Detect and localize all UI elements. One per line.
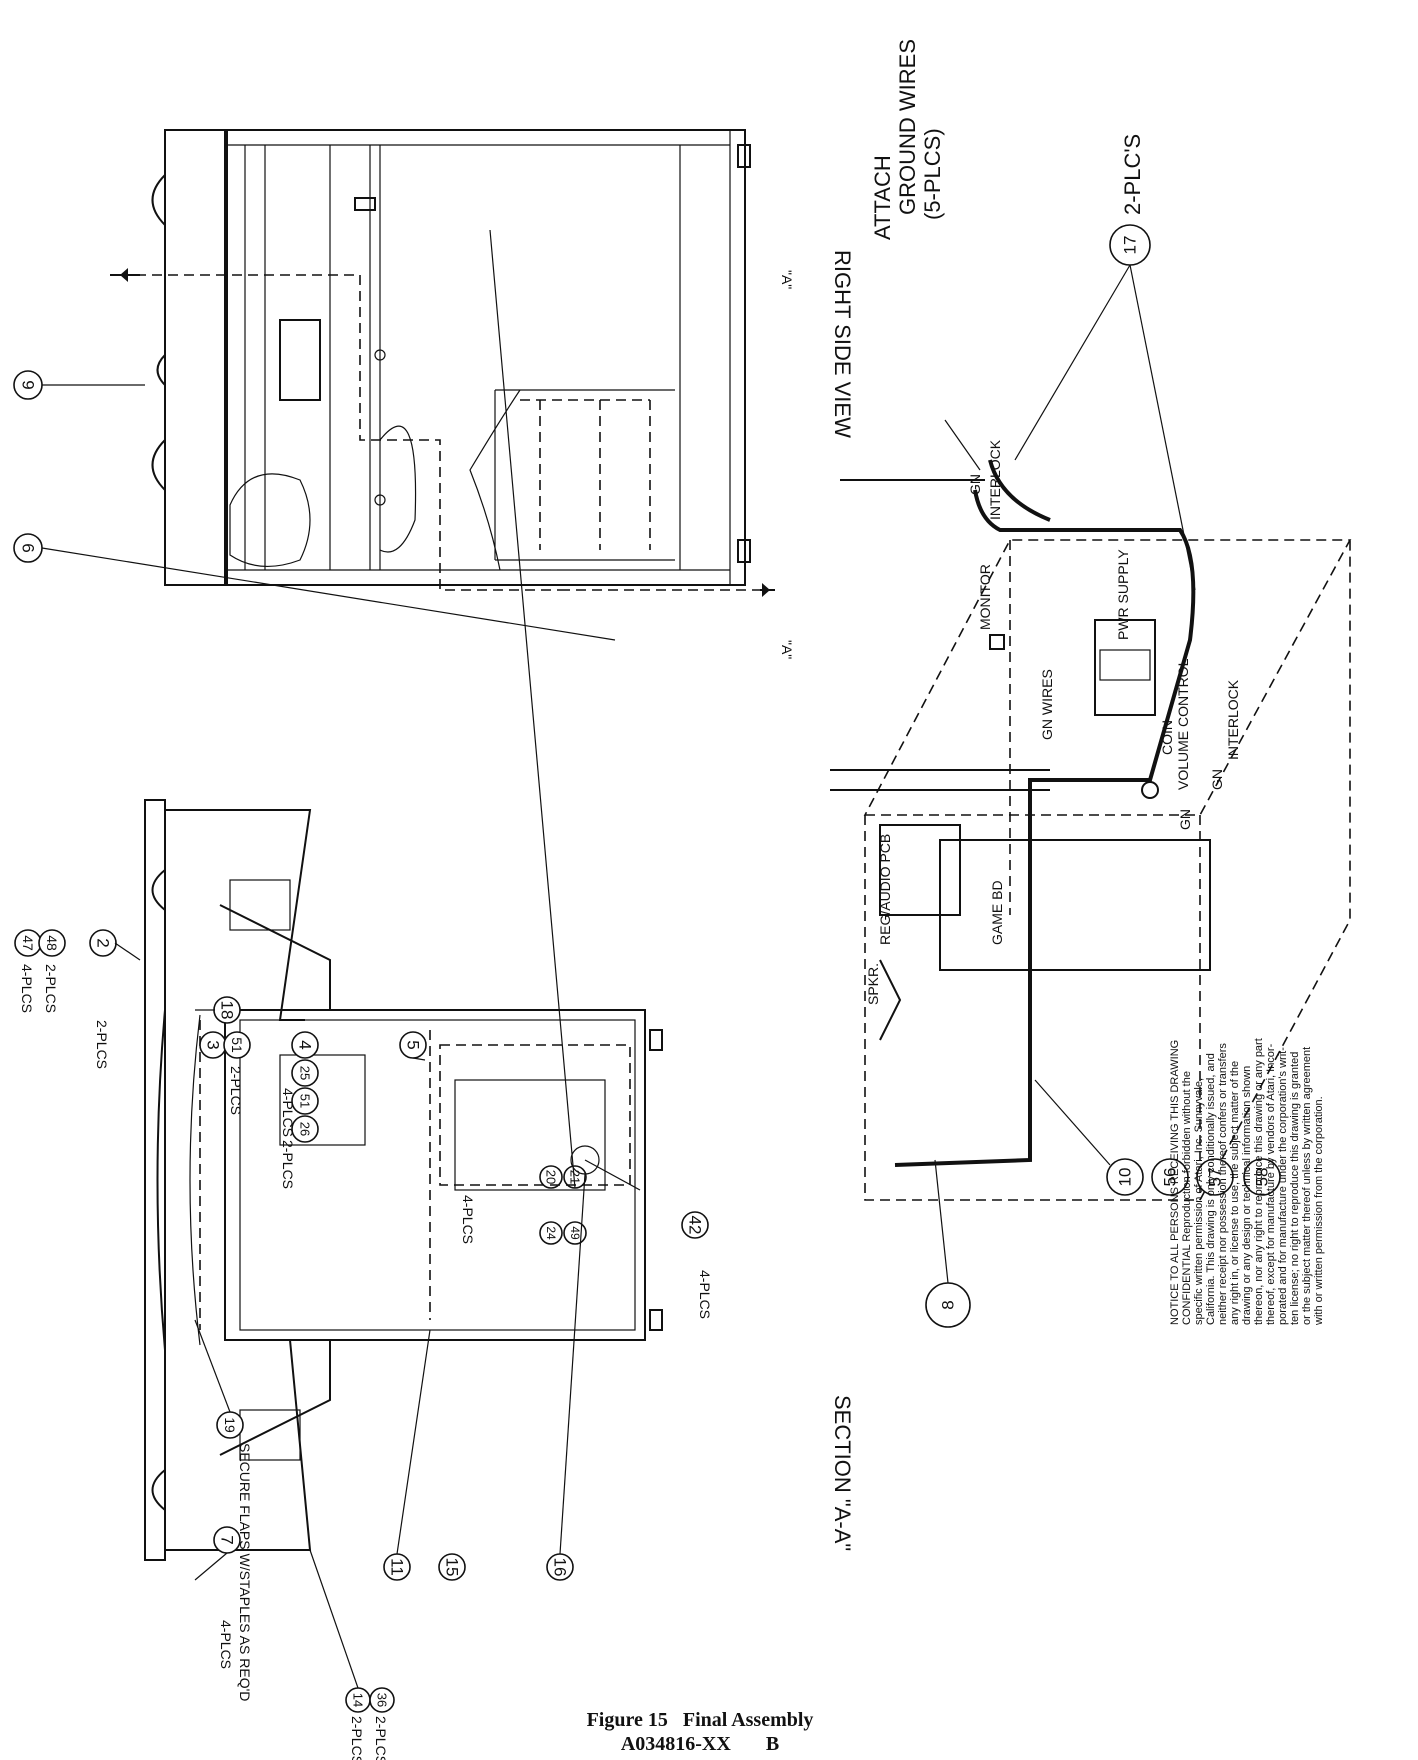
callout-4: 4 xyxy=(296,1040,315,1049)
plcs-20-21: 4-PLCS xyxy=(460,1195,476,1244)
right-side-view-title: RIGHT SIDE VIEW xyxy=(830,250,855,438)
svg-text:36: 36 xyxy=(375,1693,390,1707)
callout-6-label: 6 xyxy=(19,543,38,552)
interlock-top-label: INTERLOCK xyxy=(987,439,1003,520)
svg-text:GN: GN xyxy=(967,474,983,495)
svg-text:49: 49 xyxy=(568,1226,582,1240)
callout-57 xyxy=(1196,1158,1234,1196)
coin-label: COIN xyxy=(1159,720,1175,755)
gn-wires-label: GN WIRES xyxy=(1039,669,1055,740)
speaker-label: SPKR. xyxy=(865,963,881,1005)
callout-7: 7 xyxy=(218,1535,237,1544)
plcs-42: 4-PLCS xyxy=(697,1270,713,1319)
wiring-labels: ATTACH GROUND WIRES (5-PLCS) 17 2-PLC'S … xyxy=(865,39,1281,1328)
callout-16: 16 xyxy=(551,1558,570,1577)
notice-line: porated and for manufacture under the co… xyxy=(1277,1047,1289,1325)
callout-3: 3 xyxy=(204,1040,223,1049)
svg-text:4-PLCS: 4-PLCS xyxy=(19,964,35,1013)
svg-text:51: 51 xyxy=(298,1094,313,1108)
callout-58 xyxy=(1243,1158,1281,1196)
svg-text:2-PLCS: 2-PLCS xyxy=(349,1716,365,1760)
section-view xyxy=(144,799,663,1561)
callout-15: 15 xyxy=(443,1558,462,1577)
notice-line: California. This drawing is only conditi… xyxy=(1205,1053,1217,1325)
callout-11: 11 xyxy=(388,1558,407,1576)
notice-line: any right in, or license to use, the sub… xyxy=(1229,1061,1241,1325)
callout-48: 48 xyxy=(44,935,60,951)
notice-line: with or written permission from the corp… xyxy=(1313,1096,1325,1326)
svg-text:51: 51 xyxy=(229,1037,245,1053)
svg-text:8: 8 xyxy=(939,1300,958,1309)
confidentiality-notice: NOTICE TO ALL PERSONS RECEIVING THIS DRA… xyxy=(1169,1038,1325,1326)
side-callouts: 9 6 20 21 4-PLCS 24 49 42 4-PLCS xyxy=(13,229,713,1319)
svg-text:42: 42 xyxy=(686,1216,705,1235)
callout-47: 47 xyxy=(20,935,36,951)
reg-audio-label: REG/AUDIO PCB xyxy=(877,834,893,945)
part-number: A034816-XX B xyxy=(620,1733,780,1755)
monitor-label: MONITOR xyxy=(977,564,993,630)
svg-text:20: 20 xyxy=(544,1170,559,1184)
svg-text:14: 14 xyxy=(351,1693,366,1707)
interlock-bottom-label: INTERLOCK xyxy=(1225,679,1241,760)
callout-5: 5 xyxy=(404,1040,423,1049)
svg-text:2-PLCS: 2-PLCS xyxy=(43,964,59,1013)
svg-text:4-PLCS: 4-PLCS xyxy=(218,1620,234,1669)
svg-text:GN: GN xyxy=(1177,809,1193,830)
notice-line: or the subject matter thereof unless by … xyxy=(1301,1047,1313,1325)
figure-caption: Figure 15 Final Assembly A034816-XX B xyxy=(450,1708,950,1756)
notice-line: drawing or any design or technical infor… xyxy=(1241,1066,1253,1325)
svg-text:25: 25 xyxy=(298,1066,313,1080)
svg-text:2-PLCS: 2-PLCS xyxy=(94,1020,110,1069)
svg-text:2-PLCS: 2-PLCS xyxy=(280,1140,296,1189)
figure-title: Figure 15 Final Assembly xyxy=(586,1709,814,1731)
callout-19: 19 xyxy=(222,1417,238,1433)
pwr-supply-label: PWR SUPPLY xyxy=(1115,549,1131,640)
svg-text:GN: GN xyxy=(1209,769,1225,790)
svg-text:10: 10 xyxy=(1116,1168,1135,1187)
cabinet-side-view xyxy=(110,129,775,597)
callout-18: 18 xyxy=(218,1001,237,1020)
volume-control-label: VOLUME CONTROL xyxy=(1175,658,1191,790)
svg-text:26: 26 xyxy=(298,1122,313,1136)
svg-text:24: 24 xyxy=(544,1226,558,1240)
notice-line: NOTICE TO ALL PERSONS RECEIVING THIS DRA… xyxy=(1169,1040,1181,1325)
callout-42 xyxy=(681,1211,709,1239)
callout-9-label: 9 xyxy=(19,380,38,389)
section-marker-top: "A" xyxy=(779,270,795,289)
callout-56 xyxy=(1151,1158,1189,1196)
callout-20 xyxy=(539,1165,563,1189)
section-marker-bottom: "A" xyxy=(779,640,795,659)
notice-line: specific written permission of Atari, In… xyxy=(1193,1078,1205,1325)
svg-text:4-PLCS: 4-PLCS xyxy=(280,1088,296,1137)
svg-text:21: 21 xyxy=(568,1170,583,1184)
svg-text:58: 58 xyxy=(1253,1168,1272,1187)
attach-label: ATTACH xyxy=(870,155,895,240)
notice-line: ten license; no right to reproduce this … xyxy=(1289,1052,1301,1325)
notice-line: neither receipt nor possession thereof c… xyxy=(1217,1043,1229,1325)
svg-text:2-PLCS: 2-PLCS xyxy=(373,1716,389,1760)
svg-text:57: 57 xyxy=(1206,1168,1225,1187)
callout-24 xyxy=(539,1221,563,1245)
svg-text:(5-PLCS): (5-PLCS) xyxy=(920,128,945,220)
section-callouts: 47 48 4-PLCS 2-PLCS 2 2-PLCS 18 3 51 2-P… xyxy=(14,929,586,1760)
callout-2: 2 xyxy=(94,938,113,947)
notice-line: thereof, except for manufacture by vendo… xyxy=(1265,1043,1277,1325)
notice-line: CONFIDENTIAL Reproduction forbidden with… xyxy=(1181,1071,1193,1325)
ground-wires-label: GROUND WIRES xyxy=(895,39,920,215)
svg-text:17: 17 xyxy=(1121,236,1140,255)
game-bd-label: GAME BD xyxy=(989,880,1005,945)
wiring-diagram xyxy=(830,459,1352,1201)
callout-10 xyxy=(1106,1158,1144,1196)
notice-line: thereon, nor any right to reproduce this… xyxy=(1253,1038,1265,1325)
section-view-title: SECTION "A-A" xyxy=(830,1395,855,1551)
secure-flaps-note: SECURE FLAPS W/STAPLES AS REQ'D xyxy=(237,1443,253,1701)
svg-text:56: 56 xyxy=(1161,1168,1180,1187)
svg-text:2-PLCS: 2-PLCS xyxy=(228,1066,244,1115)
svg-text:2-PLC'S: 2-PLC'S xyxy=(1120,134,1145,215)
